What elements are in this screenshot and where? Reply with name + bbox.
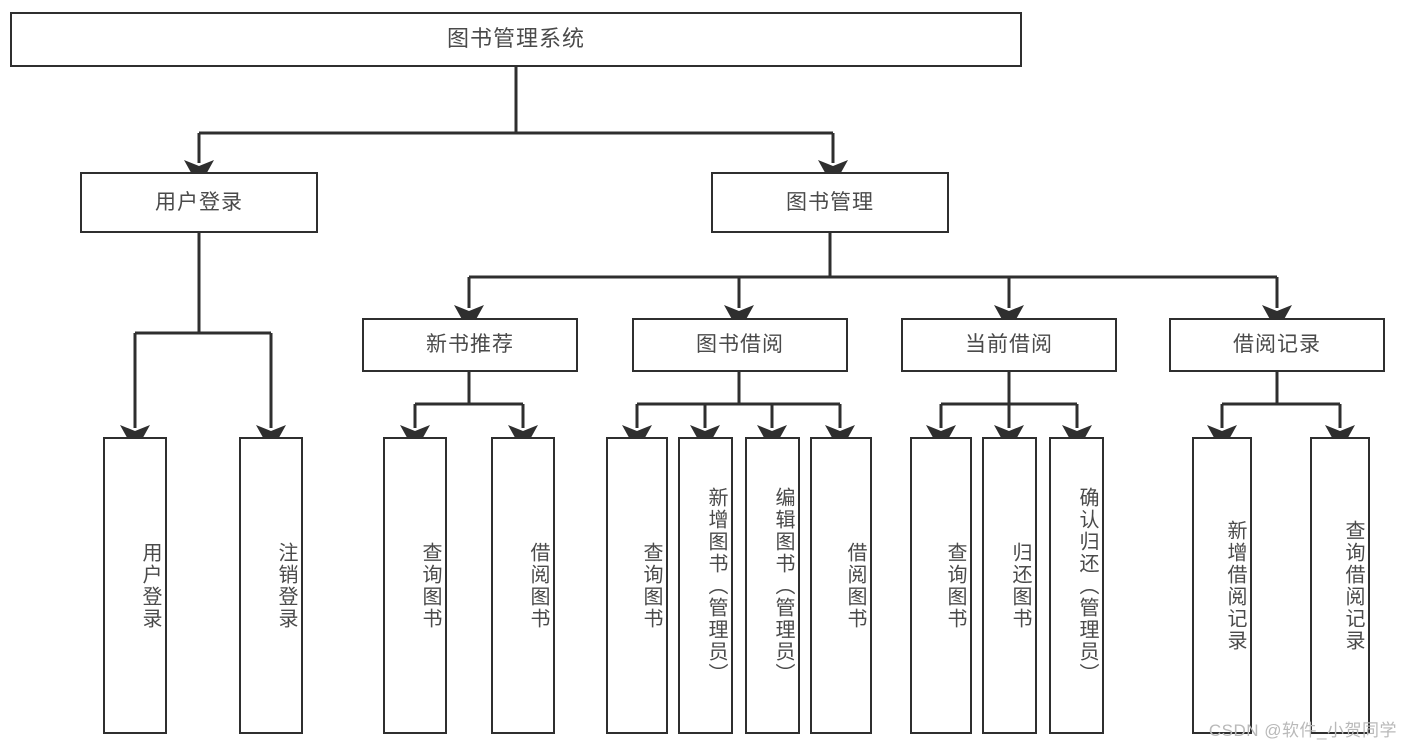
node-label: 编辑图书（管理员） bbox=[772, 486, 794, 685]
node-label: 借阅图书 bbox=[844, 541, 866, 630]
node-book-management[interactable]: 图书管理 bbox=[711, 172, 949, 233]
leaf-logout[interactable]: 注销登录 bbox=[239, 437, 303, 734]
node-label: 查询图书 bbox=[640, 541, 662, 630]
node-label: 查询借阅记录 bbox=[1342, 519, 1364, 652]
node-label: 新增图书（管理员） bbox=[705, 486, 727, 685]
leaf-query-book-3[interactable]: 查询图书 bbox=[910, 437, 972, 734]
leaf-user-login[interactable]: 用户登录 bbox=[103, 437, 167, 734]
node-user-login[interactable]: 用户登录 bbox=[80, 172, 318, 233]
node-label: 新增借阅记录 bbox=[1224, 519, 1246, 652]
node-label: 用户登录 bbox=[155, 190, 243, 214]
node-label: 用户登录 bbox=[139, 541, 161, 630]
node-book-borrow[interactable]: 图书借阅 bbox=[632, 318, 848, 372]
node-current-borrow[interactable]: 当前借阅 bbox=[901, 318, 1117, 372]
node-root-system[interactable]: 图书管理系统 bbox=[10, 12, 1022, 67]
node-label: 确认归还（管理员） bbox=[1076, 486, 1098, 685]
node-new-book-recommend[interactable]: 新书推荐 bbox=[362, 318, 578, 372]
node-label: 图书管理 bbox=[786, 190, 874, 214]
leaf-query-book-2[interactable]: 查询图书 bbox=[606, 437, 668, 734]
node-label: 新书推荐 bbox=[426, 333, 514, 357]
leaf-query-book-1[interactable]: 查询图书 bbox=[383, 437, 447, 734]
node-label: 查询图书 bbox=[944, 541, 966, 630]
leaf-borrow-book-2[interactable]: 借阅图书 bbox=[810, 437, 872, 734]
node-label: 当前借阅 bbox=[965, 333, 1053, 357]
node-label: 注销登录 bbox=[275, 541, 297, 630]
csdn-watermark: CSDN @软件_小贺同学 bbox=[1208, 721, 1397, 740]
leaf-edit-book[interactable]: 编辑图书（管理员） bbox=[745, 437, 800, 734]
leaf-confirm-return[interactable]: 确认归还（管理员） bbox=[1049, 437, 1104, 734]
leaf-borrow-book-1[interactable]: 借阅图书 bbox=[491, 437, 555, 734]
leaf-return-book[interactable]: 归还图书 bbox=[982, 437, 1037, 734]
node-label: 查询图书 bbox=[419, 541, 441, 630]
node-label: 借阅记录 bbox=[1233, 333, 1321, 357]
node-borrow-record[interactable]: 借阅记录 bbox=[1169, 318, 1385, 372]
leaf-add-book[interactable]: 新增图书（管理员） bbox=[678, 437, 733, 734]
node-label: 借阅图书 bbox=[527, 541, 549, 630]
leaf-query-record[interactable]: 查询借阅记录 bbox=[1310, 437, 1370, 734]
leaf-add-record[interactable]: 新增借阅记录 bbox=[1192, 437, 1252, 734]
node-label: 图书借阅 bbox=[696, 333, 784, 357]
node-label: 归还图书 bbox=[1009, 541, 1031, 630]
node-label: 图书管理系统 bbox=[446, 26, 585, 52]
